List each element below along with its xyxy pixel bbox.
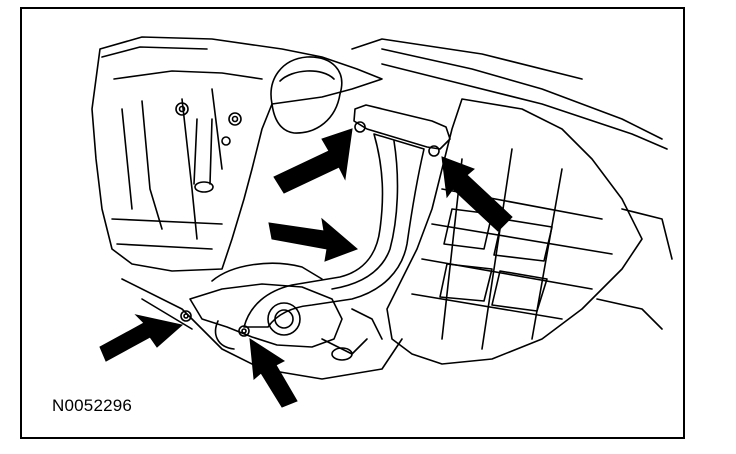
arrow-middle [268,217,358,262]
arrow-lower-right [249,338,298,408]
arrow-lower-left [99,314,184,362]
lower-flange [189,283,343,348]
figure-frame: N0052296 [20,7,685,439]
figure-label: N0052296 [52,396,133,415]
arrow-upper-left [273,128,353,194]
upper-flange [353,104,451,150]
arrow-upper-right [441,156,513,232]
engine-underside-illustration [91,36,673,408]
oil-filter [270,56,343,134]
exhaust-pipe [243,133,425,328]
engine-block-outline [91,36,383,272]
subframe [386,98,643,365]
